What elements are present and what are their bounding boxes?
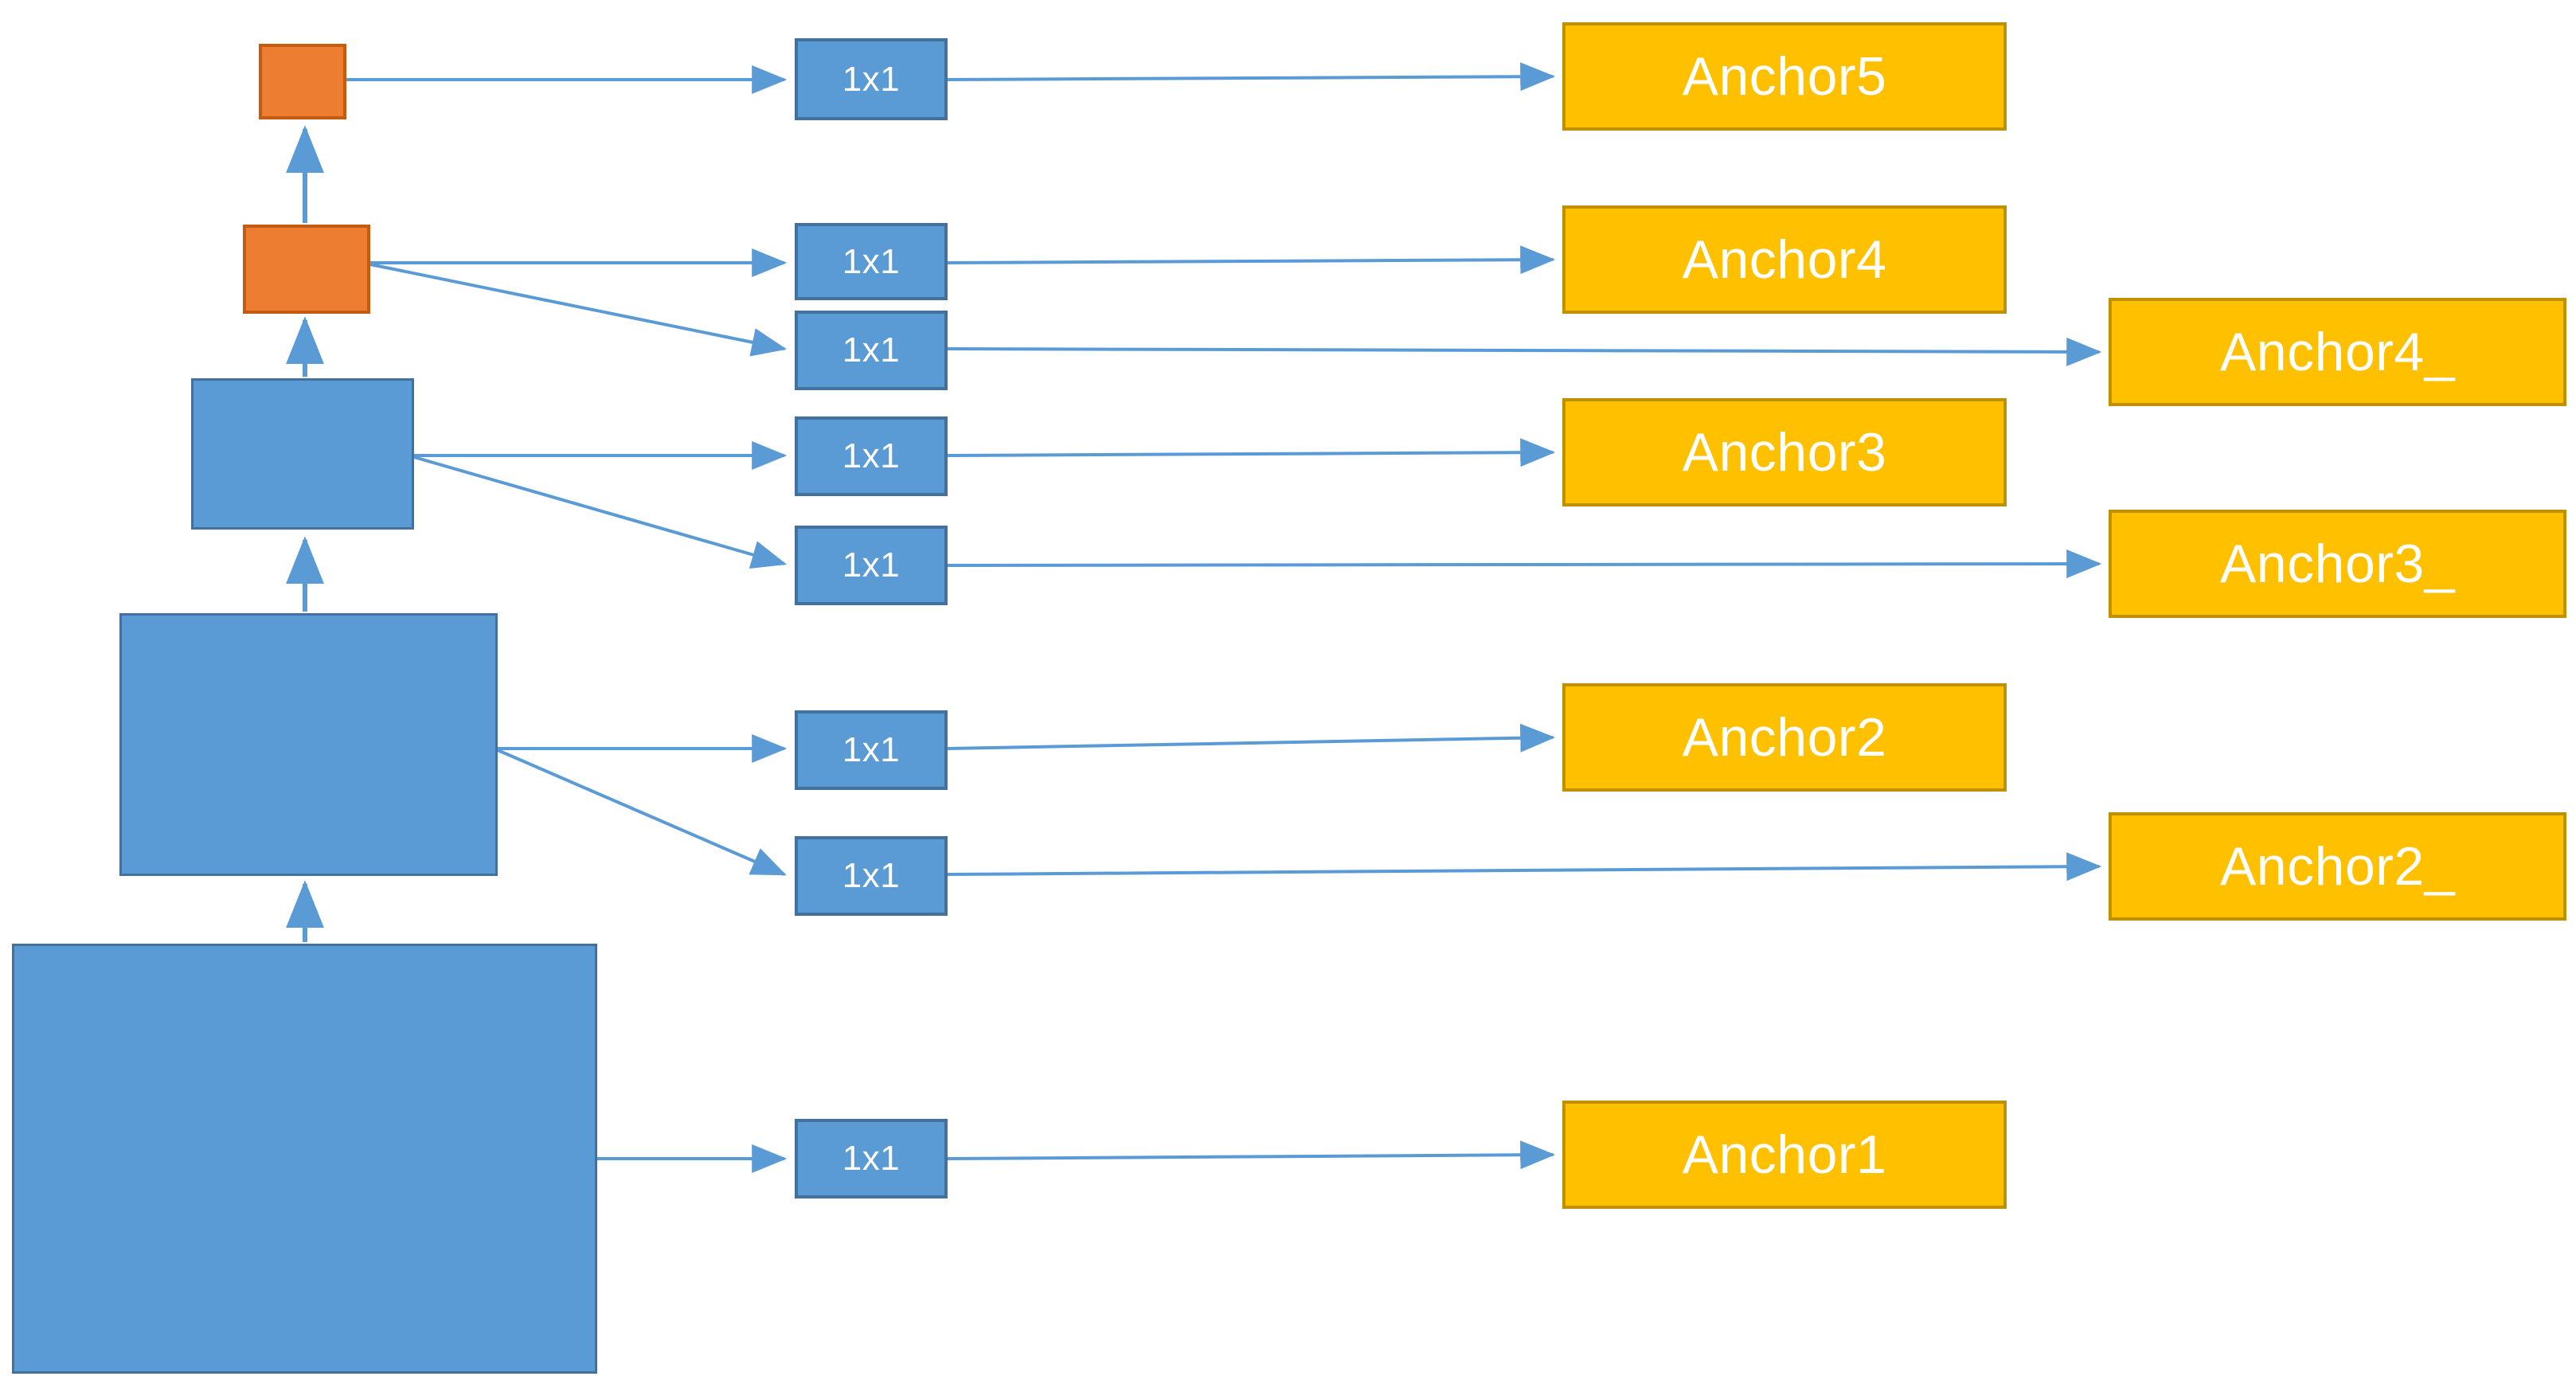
anchor-box-label: Anchor5 <box>1682 46 1887 107</box>
conv-block-anchor1[interactable]: 1x1 <box>795 1119 948 1198</box>
anchor-box-label: Anchor1 <box>1682 1124 1887 1185</box>
conv-block-label: 1x1 <box>842 1139 901 1178</box>
anchor-box-anchor4-underscore[interactable]: Anchor4_ <box>2109 298 2566 406</box>
fusion-map-p4[interactable] <box>243 225 370 314</box>
output-conv-a3-to-anchor3 <box>947 438 1556 467</box>
output-lines <box>947 62 2102 1170</box>
output-conv-a1-to-anchor1 <box>947 1140 1556 1170</box>
conv-block-anchor4-underscore[interactable]: 1x1 <box>795 311 948 390</box>
feature-map-c2[interactable] <box>119 613 498 876</box>
anchor-box-label: Anchor2 <box>1682 707 1887 768</box>
conv-block-label: 1x1 <box>842 241 901 281</box>
conv-block-anchor5[interactable]: 1x1 <box>795 38 948 120</box>
anchor-box-anchor4[interactable]: Anchor4 <box>1562 205 2007 314</box>
output-conv-a3u-to-anchor3_ <box>947 549 2102 579</box>
output-conv-a4u-to-anchor4_ <box>947 337 2102 366</box>
branch-p4-to-conv-a4u <box>369 263 788 357</box>
conv-block-label: 1x1 <box>842 730 901 769</box>
branch-c2-to-conv-a2u <box>497 749 787 876</box>
anchor-box-anchor2-underscore[interactable]: Anchor2_ <box>2109 812 2566 921</box>
anchor-box-label: Anchor2_ <box>2219 836 2456 897</box>
output-conv-a2u-to-anchor2_ <box>947 852 2102 882</box>
conv-block-anchor3-underscore[interactable]: 1x1 <box>795 526 948 605</box>
feature-map-c3[interactable] <box>191 378 414 530</box>
fusion-map-p5[interactable] <box>259 44 346 119</box>
conv-block-anchor2-underscore[interactable]: 1x1 <box>795 836 948 916</box>
anchor-box-label: Anchor3_ <box>2219 534 2456 594</box>
output-conv-a5-to-anchor5 <box>947 62 1556 92</box>
feature-map-c1[interactable] <box>12 944 597 1374</box>
conv-block-label: 1x1 <box>842 59 901 99</box>
conv-block-anchor2[interactable]: 1x1 <box>795 710 948 790</box>
anchor-box-label: Anchor4 <box>1682 229 1887 290</box>
branch-lines <box>346 65 788 1173</box>
anchor-box-anchor1[interactable]: Anchor1 <box>1562 1101 2007 1209</box>
anchor-box-anchor5[interactable]: Anchor5 <box>1562 22 2007 131</box>
conv-block-label: 1x1 <box>842 545 901 585</box>
branch-c3-to-conv-a3u <box>413 456 788 569</box>
output-conv-a2-to-anchor2 <box>947 723 1556 753</box>
conv-block-anchor4[interactable]: 1x1 <box>795 223 948 300</box>
conv-block-label: 1x1 <box>842 856 901 895</box>
anchor-box-label: Anchor4_ <box>2219 322 2456 382</box>
anchor-box-anchor3[interactable]: Anchor3 <box>1562 398 2007 506</box>
output-conv-a4-to-anchor4 <box>947 245 1556 275</box>
anchor-box-label: Anchor3 <box>1682 422 1887 483</box>
anchor-box-anchor3-underscore[interactable]: Anchor3_ <box>2109 510 2566 618</box>
conv-block-label: 1x1 <box>842 436 901 475</box>
conv-block-anchor3[interactable]: 1x1 <box>795 416 948 496</box>
anchor-box-anchor2[interactable]: Anchor2 <box>1562 683 2007 792</box>
conv-block-label: 1x1 <box>842 330 901 370</box>
